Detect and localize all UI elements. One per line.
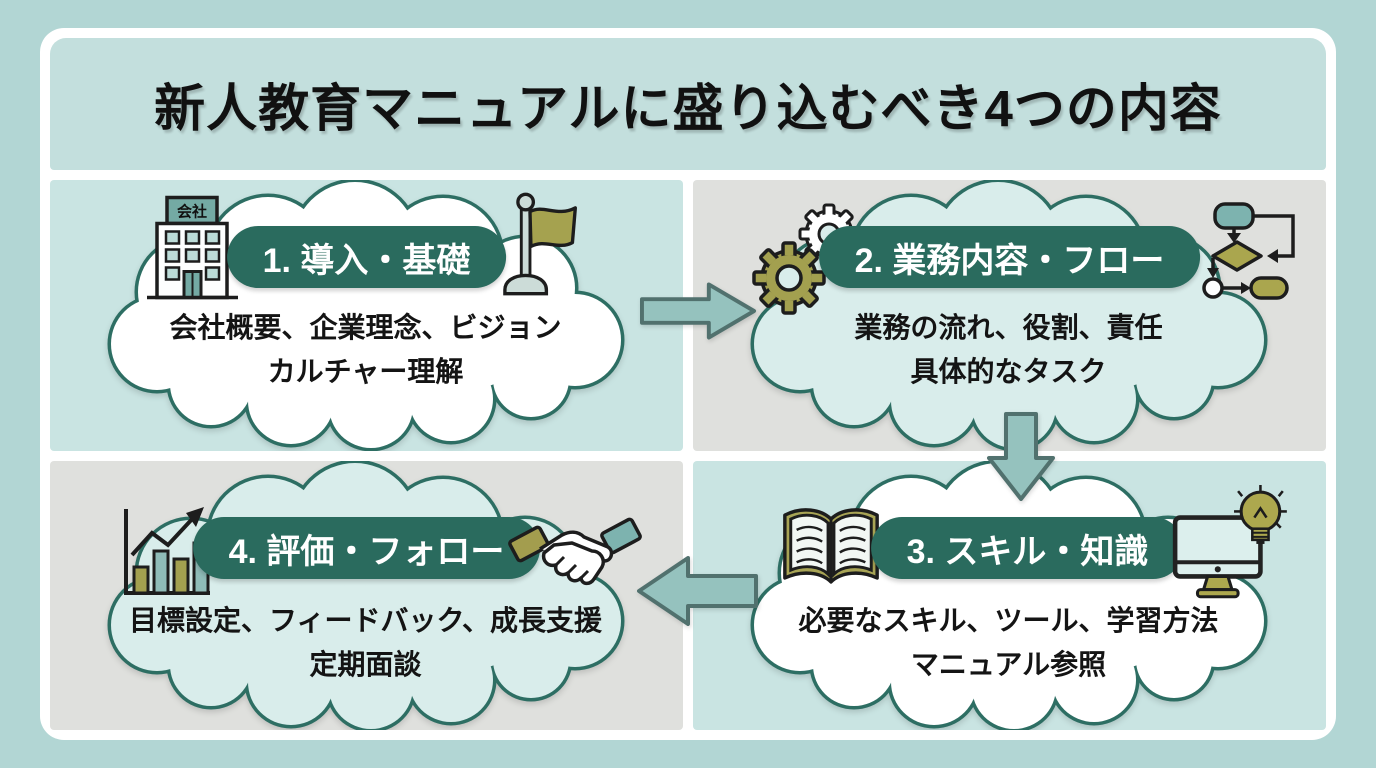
building-sign-text: 会社 [177,203,207,221]
content-frame: 新人教育マニュアルに盛り込むべき4つの内容 会社 1. [40,28,1336,740]
section-3-line-2: マニュアル参照 [910,649,1107,680]
section-3-line-1: 必要なスキル、ツール、学習方法 [798,605,1219,636]
section-1-line-2: カルチャー理解 [267,356,464,387]
section-1-line-1: 会社概要、企業理念、ビジョン [169,312,562,343]
badge-skills-knowledge: 3. スキル・知識 [870,517,1185,579]
arrow-down-icon [987,412,1055,501]
section-2-line-1: 業務の流れ、役割、責任 [854,312,1163,343]
section-2-work-flow: 2. 業務内容・フロー 業務の流れ、役割、責任 具体的なタスク [693,180,1326,451]
badge-work-flow: 2. 業務内容・フロー [818,226,1201,288]
section-4-line-1: 目標設定、フィードバック、成長支援 [129,605,602,636]
section-1-description: 会社概要、企業理念、ビジョン カルチャー理解 [83,306,648,394]
handshake-icon [508,517,642,586]
badge-evaluation-follow: 4. 評価・フォロー [192,517,541,579]
flowchart-icon [1202,202,1295,300]
section-2-line-2: 具体的なタスク [910,356,1107,387]
arrow-right-icon [640,282,757,340]
open-book-icon [783,508,879,584]
flag-icon [503,192,578,296]
page-title: 新人教育マニュアルに盛り込むべき4つの内容 [154,80,1222,137]
section-4-line-2: 定期面談 [309,649,422,680]
title-band: 新人教育マニュアルに盛り込むべき4つの内容 [50,38,1326,170]
company-building-icon: 会社 [147,195,238,300]
badge-intro-basics: 1. 導入・基礎 [226,226,507,288]
section-4-description: 目標設定、フィードバック、成長支援 定期面談 [83,599,648,687]
section-2-description: 業務の流れ、役割、責任 具体的なタスク [726,306,1291,394]
section-3-description: 必要なスキル、ツール、学習方法 マニュアル参照 [726,599,1291,687]
monitor-lightbulb-icon [1172,485,1287,599]
arrow-left-icon [637,556,758,626]
section-4-evaluation-follow: 4. 評価・フォロー 目標設定、フィードバック、成長支援 定期面談 [50,461,683,730]
section-1-intro-basics: 会社 1. 導入・基礎 会社概要、企業理念、ビジョン [50,180,683,451]
section-3-skills-knowledge: 3. スキル・知識 必要なスキル、ツール、 [693,461,1326,730]
